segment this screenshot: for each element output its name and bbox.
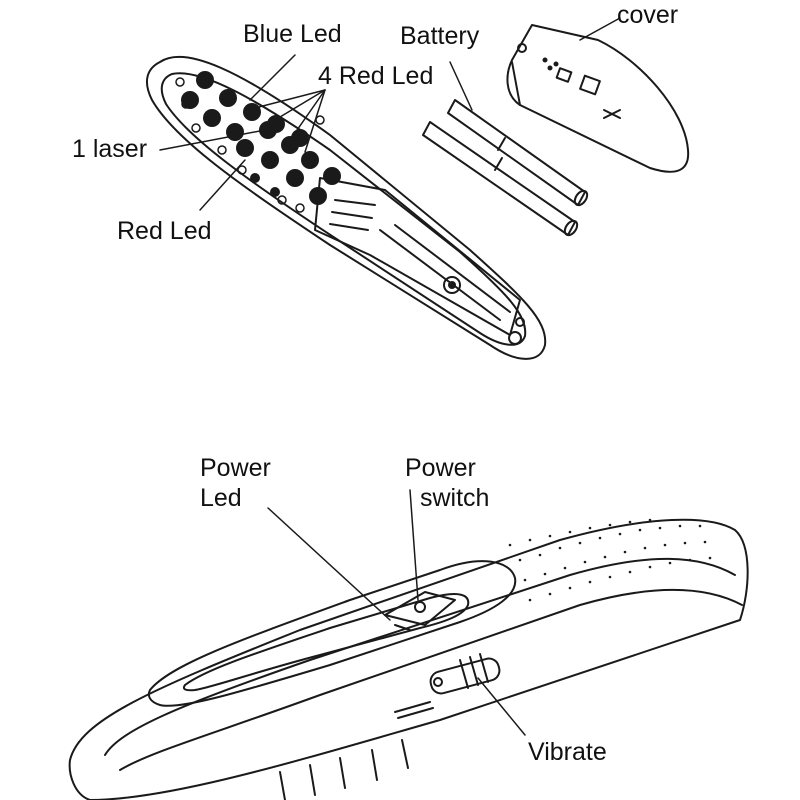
- comb-assembled: [68, 518, 749, 800]
- label-power-led-line2: Led: [200, 484, 242, 512]
- label-blue-led: Blue Led: [243, 20, 342, 48]
- label-power-switch-line1: Power: [405, 454, 476, 482]
- label-red-led: Red Led: [117, 217, 212, 245]
- top-leader-lines: [159, 17, 621, 211]
- label-power-switch-line2: switch: [420, 484, 490, 512]
- label-power-led-line1: Power: [200, 454, 271, 482]
- comb-body-open: [145, 55, 547, 360]
- label-cover: cover: [617, 1, 679, 29]
- label-battery: Battery: [400, 22, 480, 50]
- brush-dots: [508, 518, 712, 602]
- bottom-leader-lines: [267, 489, 526, 736]
- led-array: [181, 71, 341, 205]
- small-led-holes: [175, 77, 325, 213]
- label-one-laser: 1 laser: [72, 135, 148, 163]
- label-four-red-led: 4 Red Led: [318, 62, 434, 90]
- battery-pair: [422, 99, 589, 237]
- label-vibrate: Vibrate: [528, 738, 607, 766]
- battery-cover: [506, 24, 690, 173]
